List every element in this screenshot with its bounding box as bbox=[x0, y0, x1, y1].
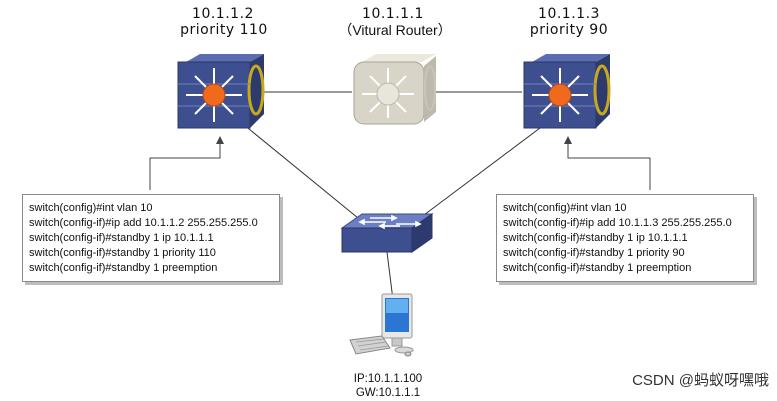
right-config-line: switch(config-if)#standby 1 preemption bbox=[503, 262, 692, 274]
router-ip: 10.1.1.1 bbox=[362, 6, 424, 22]
pc-gateway: GW:10.1.1.1 bbox=[355, 387, 421, 399]
link-access-pc bbox=[386, 251, 394, 301]
left-config-line: switch(config-if)#standby 1 preemption bbox=[29, 262, 218, 274]
link-left-switch-access bbox=[237, 119, 359, 219]
virtual-router-icon bbox=[353, 54, 436, 125]
callout-right bbox=[564, 136, 651, 190]
right-switch-priority: priority 90 bbox=[529, 22, 609, 38]
right-config-line: switch(config-if)#standby 1 ip 10.1.1.1 bbox=[503, 232, 688, 244]
right-config-line: switch(config-if)#ip add 10.1.1.3 255.25… bbox=[503, 217, 732, 229]
pc-workstation-icon bbox=[349, 293, 414, 357]
right-switch-config-box: switch(config)#int vlan 10 switch(config… bbox=[496, 194, 754, 282]
access-switch-icon bbox=[340, 213, 434, 253]
left-config-line: switch(config-if)#ip add 10.1.1.2 255.25… bbox=[29, 217, 258, 229]
right-config-line: switch(config)#int vlan 10 bbox=[503, 202, 627, 214]
link-right-switch-access bbox=[419, 121, 549, 219]
right-config-line: switch(config-if)#standby 1 priority 90 bbox=[503, 247, 685, 259]
left-config-line: switch(config-if)#standby 1 ip 10.1.1.1 bbox=[29, 232, 214, 244]
right-multilayer-switch-icon bbox=[523, 54, 611, 129]
right-switch-ip: 10.1.1.3 bbox=[538, 6, 600, 22]
left-switch-config-box: switch(config)#int vlan 10 switch(config… bbox=[22, 194, 280, 282]
callout-left bbox=[149, 136, 224, 190]
left-switch-ip: 10.1.1.2 bbox=[192, 6, 254, 22]
router-label: （Vitural Router） bbox=[338, 22, 452, 38]
pc-ip-address: IP:10.1.1.100 bbox=[353, 373, 423, 385]
left-multilayer-switch-icon bbox=[177, 54, 265, 129]
watermark: CSDN @蚂蚁呀嘿哦 bbox=[632, 372, 769, 389]
left-config-line: switch(config-if)#standby 1 priority 110 bbox=[29, 247, 216, 259]
left-config-line: switch(config)#int vlan 10 bbox=[29, 202, 153, 214]
left-switch-priority: priority 110 bbox=[180, 22, 268, 38]
